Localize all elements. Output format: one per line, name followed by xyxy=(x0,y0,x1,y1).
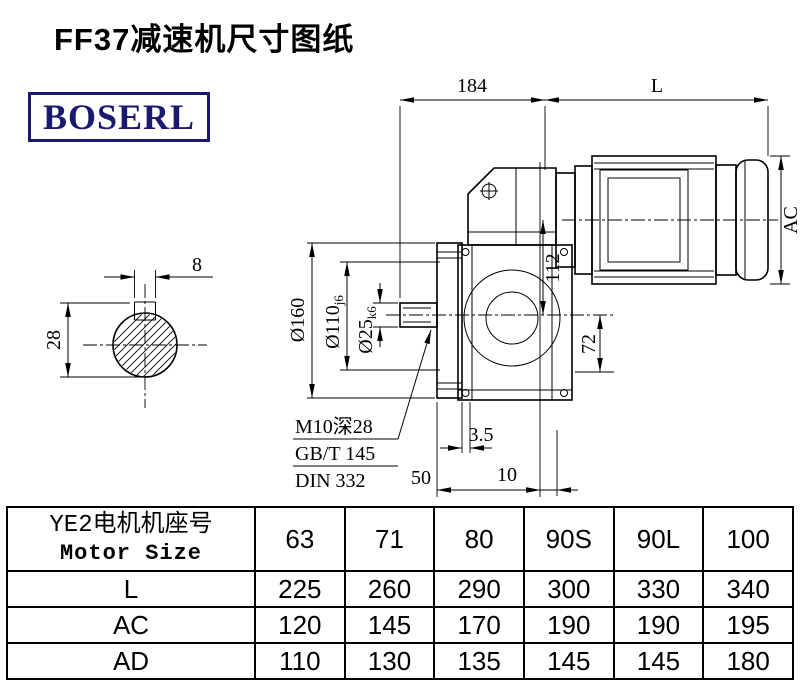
axis-offset-dimension: 112 xyxy=(540,220,564,315)
table-cell: 260 xyxy=(343,570,436,608)
table-row-AC: AC 120 145 170 190 190 195 xyxy=(6,606,794,644)
dim-label-72: 72 xyxy=(578,334,600,354)
table-cell: 120 xyxy=(254,606,346,644)
dim-label-L: L xyxy=(651,75,663,97)
sheet-title: FF37减速机尺寸图纸 xyxy=(54,22,355,57)
table-row-L: L 225 260 290 300 330 340 xyxy=(6,570,794,608)
table-header-row: YE2电机机座号 Motor Size 63 71 80 90S 90L 100 xyxy=(6,506,794,572)
ac-dimension: AC xyxy=(770,155,800,285)
header-size: 90L xyxy=(612,506,705,572)
shaft-diameter-dimension: Ø25k6 xyxy=(355,283,398,354)
dim-label-50: 50 xyxy=(411,467,431,489)
header-size: 71 xyxy=(343,506,436,572)
motor-size-table: YE2电机机座号 Motor Size 63 71 80 90S 90L 100… xyxy=(6,506,794,680)
shaft-height-dimension: 28 xyxy=(43,302,141,378)
table-cell: 190 xyxy=(522,606,615,644)
dim-label-dia160: Ø160 xyxy=(287,298,309,342)
dia110-tolerance: j6 xyxy=(331,295,346,307)
header-motor-size-en: Motor Size xyxy=(59,541,203,566)
table-cell: 170 xyxy=(433,606,525,644)
header-size: 63 xyxy=(254,506,346,572)
dia25-value: Ø25 xyxy=(355,319,377,353)
table-cell: 225 xyxy=(254,570,346,608)
table-cell: 130 xyxy=(343,642,436,680)
dim-label-AC: AC xyxy=(780,206,800,234)
header-size: 90S xyxy=(522,506,615,572)
bottom-dimensions: 50 10 xyxy=(411,464,578,493)
flange-thickness-dimension: 3.5 xyxy=(440,402,494,453)
table-cell: 195 xyxy=(702,606,794,644)
table-row-AD: AD 110 130 135 145 145 180 xyxy=(6,642,794,680)
table-cell: 145 xyxy=(343,606,436,644)
dim-label-184: 184 xyxy=(457,75,487,97)
centerlines xyxy=(386,162,778,497)
technical-drawing: 8 28 184 L xyxy=(43,75,800,497)
table-cell: 330 xyxy=(612,570,705,608)
shaft-section-circle xyxy=(112,312,178,378)
dim-label-key-height: 28 xyxy=(43,330,65,350)
dim-label-10: 10 xyxy=(497,464,517,486)
table-cell: 300 xyxy=(522,570,615,608)
note-gb-standard: GB/T 145 xyxy=(295,443,375,465)
dia25-tolerance: k6 xyxy=(364,306,379,320)
header-motor-size-cn: YE2电机机座号 xyxy=(49,512,213,539)
note-thread: M10深28 xyxy=(295,415,373,438)
table-cell: 340 xyxy=(702,570,794,608)
axis-to-base-dimension: 72 xyxy=(575,315,614,373)
note-din-standard: DIN 332 xyxy=(295,470,366,492)
gearbox-body xyxy=(457,244,573,401)
brand-logo-box: BOSERL xyxy=(28,92,211,142)
row-label-L: L xyxy=(6,570,256,608)
table-cell: 145 xyxy=(612,642,705,680)
table-cell: 145 xyxy=(522,642,615,680)
dia110-value: Ø110 xyxy=(322,305,344,349)
shaft-end-notes: M10深28 GB/T 145 DIN 332 xyxy=(293,329,432,492)
dim-label-dia110: Ø110j6 xyxy=(322,295,346,349)
flange-diameter-dimension: Ø160 xyxy=(287,242,435,399)
dim-label-dia25: Ø25k6 xyxy=(355,306,379,354)
dim-label-112: 112 xyxy=(542,253,564,282)
header-size: 80 xyxy=(433,506,525,572)
row-label-AC: AC xyxy=(6,606,256,644)
dim-label-3-5: 3.5 xyxy=(469,424,494,446)
spigot-diameter-dimension: Ø110j6 xyxy=(322,261,440,371)
row-label-AD: AD xyxy=(6,642,256,680)
header-size: 100 xyxy=(702,506,794,572)
table-cell: 135 xyxy=(433,642,525,680)
table-cell: 180 xyxy=(702,642,794,680)
keyway-width-dimension: 8 xyxy=(104,254,213,298)
header-motor-size: YE2电机机座号 Motor Size xyxy=(6,506,256,572)
table-cell: 190 xyxy=(612,606,705,644)
top-length-dimensions: 184 L xyxy=(399,75,769,298)
table-cell: 290 xyxy=(433,570,525,608)
dim-label-key-width: 8 xyxy=(192,254,202,276)
brand-logo-text: BOSERL xyxy=(43,97,196,137)
table-cell: 110 xyxy=(254,642,346,680)
